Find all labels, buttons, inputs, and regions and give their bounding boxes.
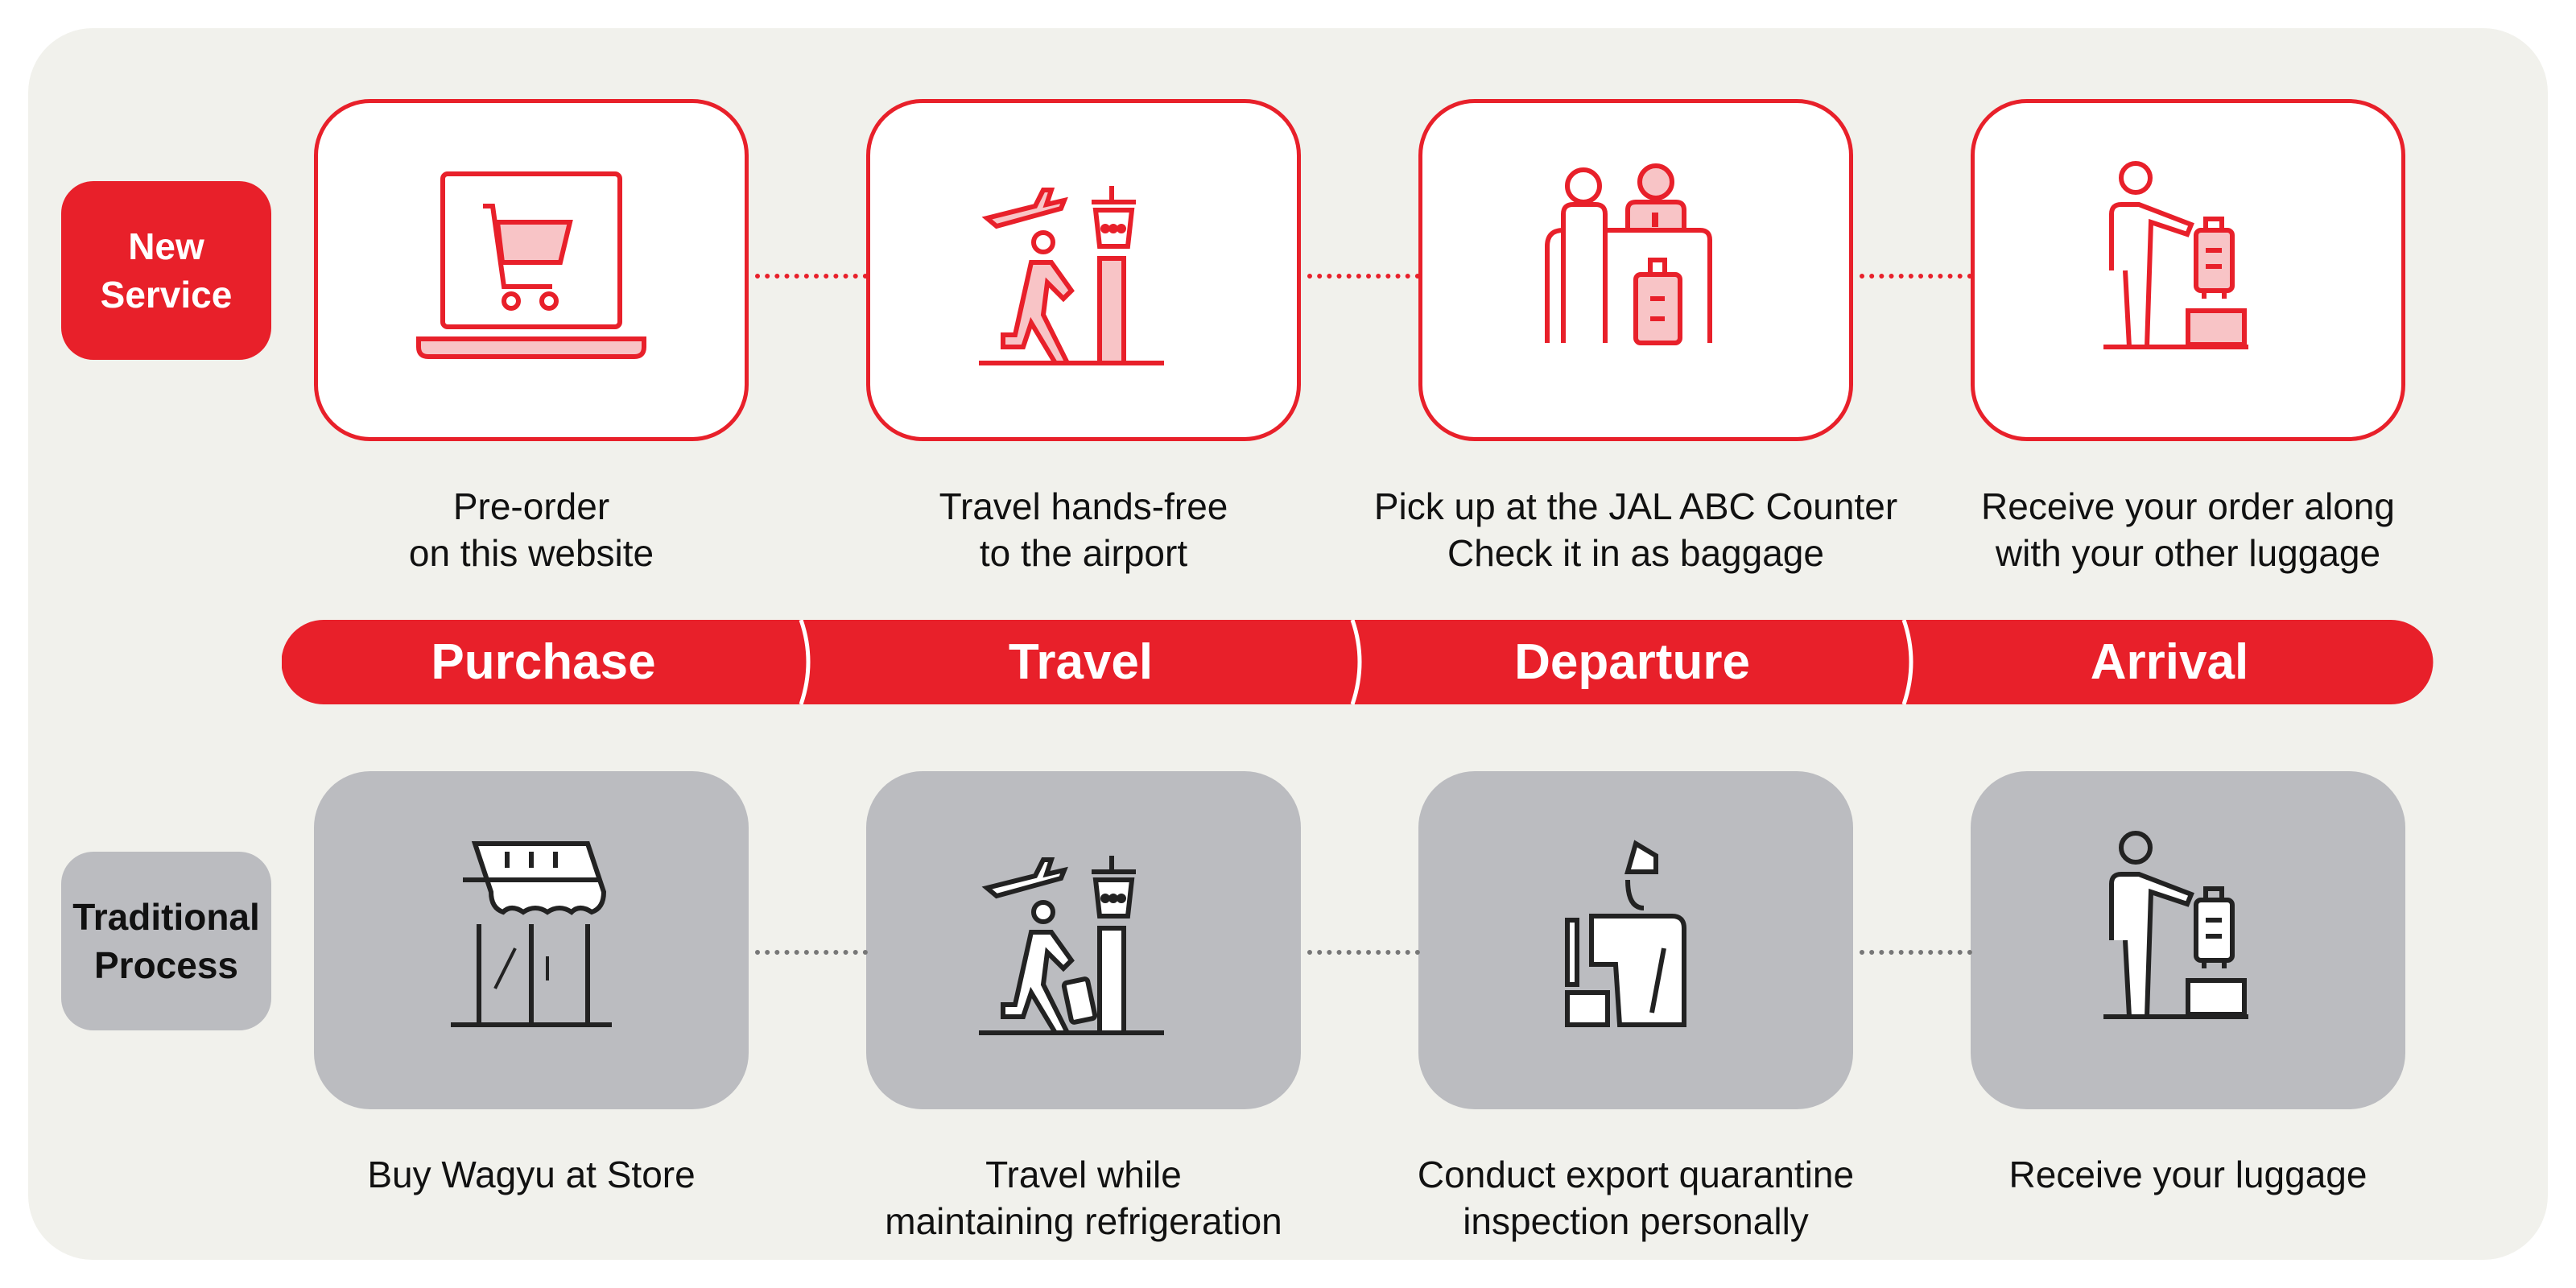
quarantine-inspector-icon <box>1565 840 1686 1027</box>
connector-dots <box>1860 274 1972 279</box>
connector-dots <box>1860 950 1972 955</box>
connector-dots <box>1307 950 1420 955</box>
store-icon <box>451 841 612 1027</box>
connector-dots <box>755 950 868 955</box>
timeline-bar <box>282 620 2434 704</box>
step-card-quarantine <box>1418 771 1853 1109</box>
label-line: New <box>128 225 204 267</box>
connector-dots <box>1307 274 1420 279</box>
step-card-receive-luggage <box>1971 771 2405 1109</box>
receive-luggage-icon <box>2103 831 2248 1019</box>
step-caption: Receive your luggage <box>2008 1154 2368 1195</box>
connector-dots <box>755 274 868 279</box>
step-card-preorder <box>314 99 749 441</box>
stage-arrival: Arrival <box>2090 634 2249 690</box>
stage-departure: Departure <box>1514 634 1750 690</box>
label-line: Service <box>100 274 233 316</box>
stage-purchase: Purchase <box>431 634 656 690</box>
label-line: Traditional <box>72 896 260 938</box>
label-line: Process <box>93 944 238 986</box>
traveler-airport-icon <box>979 185 1164 365</box>
step-card-receive-order <box>1971 99 2405 441</box>
traveler-suitcase-icon <box>979 856 1164 1035</box>
receive-luggage-icon <box>2103 160 2248 349</box>
step-card-pickup-counter <box>1418 99 1853 441</box>
step-caption: Buy Wagyu at Store <box>367 1154 696 1195</box>
step-card-travel-handsfree <box>866 99 1301 441</box>
step-card-travel-refrigeration <box>866 771 1301 1109</box>
counter-baggage-icon <box>1545 163 1712 345</box>
stage-travel: Travel <box>1008 634 1154 690</box>
laptop-cart-icon <box>416 171 646 359</box>
stage-timeline: Purchase Travel Departure Arrival <box>282 620 2434 704</box>
step-card-buy-store <box>314 771 749 1109</box>
